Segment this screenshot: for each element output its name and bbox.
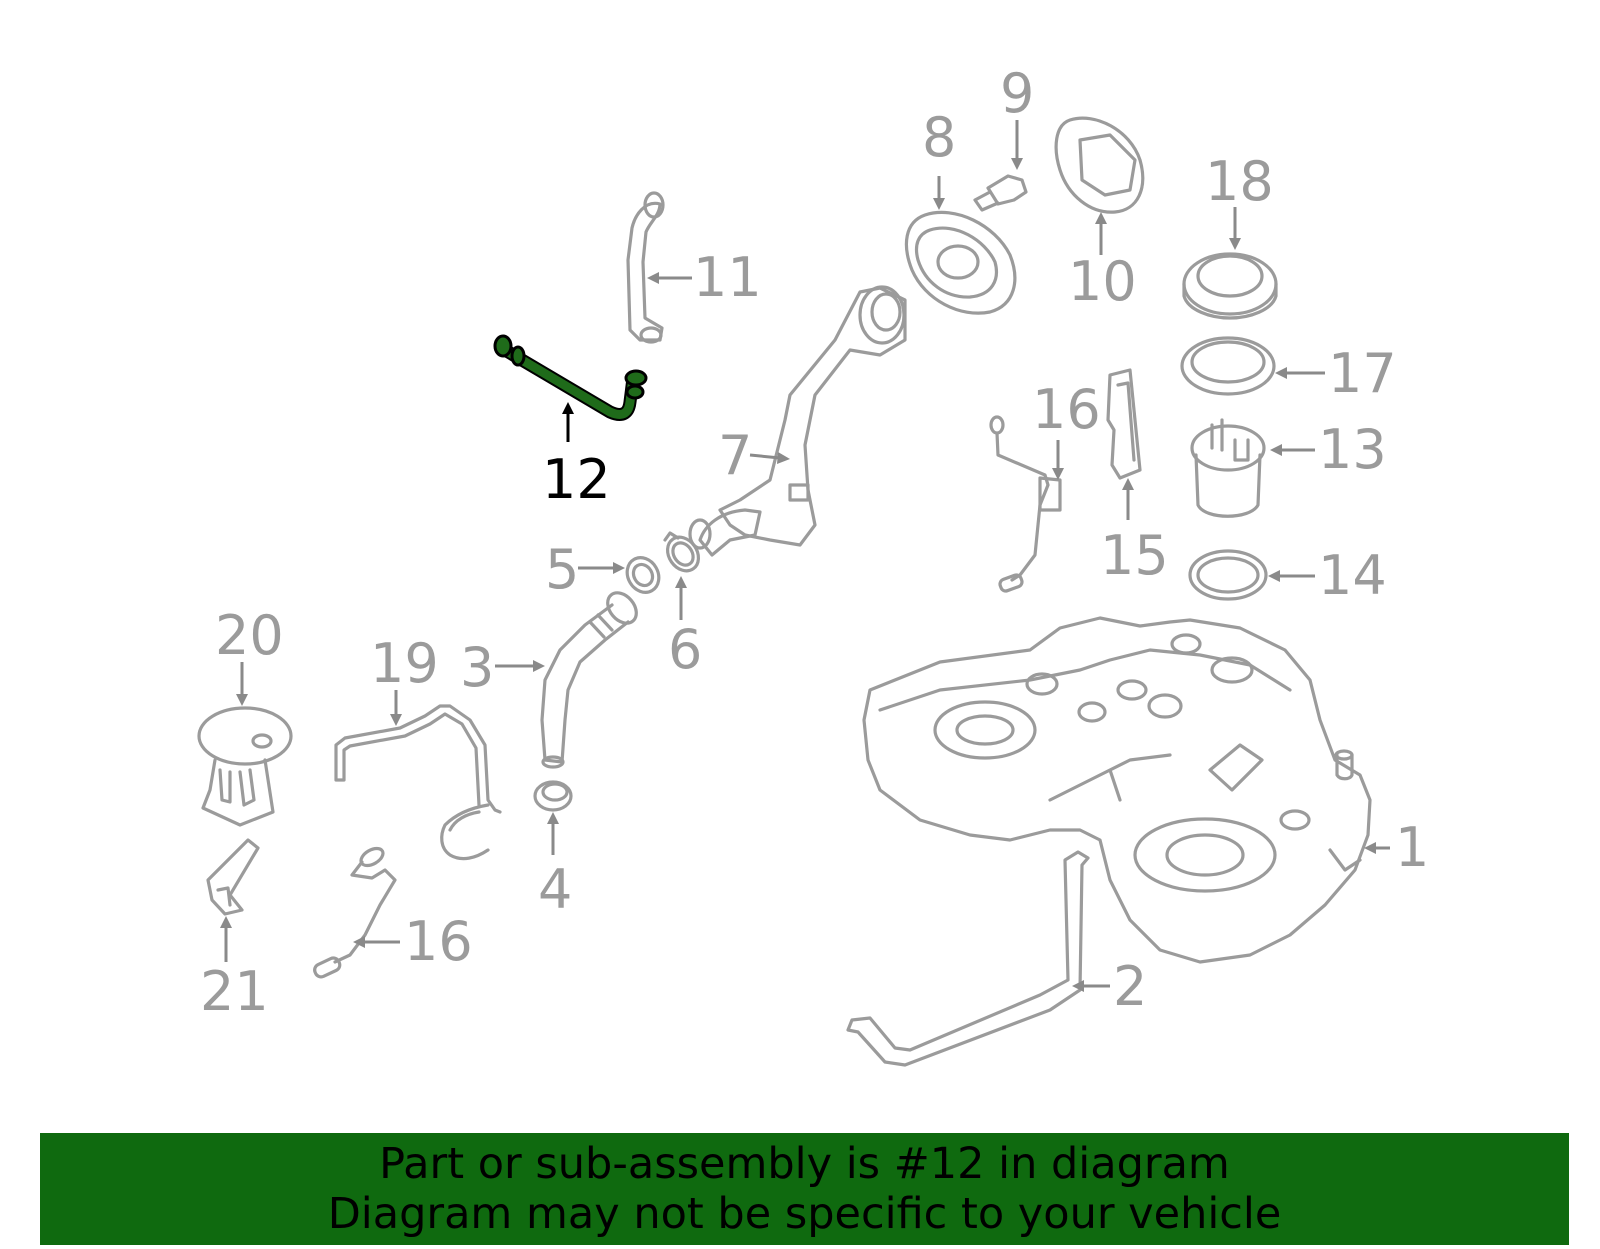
part-17-seal [1180, 336, 1276, 396]
callout-11: 11 [693, 246, 762, 309]
part-11-hose [626, 191, 665, 344]
part-1-fuel-tank [862, 616, 1372, 964]
part-15-bracket [1106, 368, 1142, 480]
part-9-bolt [973, 174, 1028, 212]
part-3-hose [540, 591, 638, 769]
part-6-clamp [663, 531, 701, 573]
callout-12: 12 [542, 448, 611, 511]
callout-4: 4 [538, 858, 572, 921]
callout-20: 20 [215, 604, 284, 667]
leader-arrows [220, 120, 1390, 992]
callout-16-upper: 16 [1032, 378, 1101, 441]
banner-line-2: Diagram may not be specific to your vehi… [327, 1189, 1282, 1239]
callout-15: 15 [1100, 524, 1169, 587]
callout-21: 21 [200, 960, 269, 1023]
part-10-fuel-door [1054, 116, 1145, 214]
part-5-clamp [625, 556, 661, 594]
part-4-grommet [533, 780, 573, 812]
part-2-strap [846, 850, 1090, 1067]
callout-7: 7 [718, 424, 752, 487]
callout-14: 14 [1318, 544, 1387, 607]
callout-9: 9 [1000, 62, 1034, 125]
callout-8: 8 [922, 106, 956, 169]
callout-1: 1 [1395, 816, 1429, 879]
part-16-sender-lower [313, 846, 397, 979]
callout-2: 2 [1113, 955, 1147, 1018]
part-7-filler-neck [688, 285, 907, 557]
part-13-pump-module [1190, 418, 1266, 518]
callout-5: 5 [545, 538, 579, 601]
callout-labels: 1 2 3 4 5 6 7 8 9 10 11 12 13 14 15 16 1… [200, 62, 1429, 1023]
banner-line-1: Part or sub-assembly is #12 in diagram [379, 1139, 1230, 1189]
info-banner: Part or sub-assembly is #12 in diagram D… [40, 1133, 1569, 1245]
callout-18: 18 [1205, 150, 1274, 213]
part-21-bracket [206, 838, 260, 916]
callout-10: 10 [1068, 250, 1137, 313]
part-12-pipe[interactable] [493, 334, 648, 421]
callout-3: 3 [460, 636, 494, 699]
part-14-gasket [1188, 549, 1268, 601]
part-8-filler-pocket [904, 210, 1017, 315]
part-18-lock-ring [1182, 252, 1278, 320]
part-16-sender-upper [989, 415, 1062, 593]
callout-13: 13 [1318, 418, 1387, 481]
part-20-pump-cover [197, 706, 293, 827]
part-19-tube [334, 704, 502, 861]
callout-19: 19 [370, 632, 439, 695]
callout-16-lower: 16 [404, 910, 473, 973]
callout-6: 6 [668, 618, 702, 681]
callout-17: 17 [1328, 342, 1397, 405]
